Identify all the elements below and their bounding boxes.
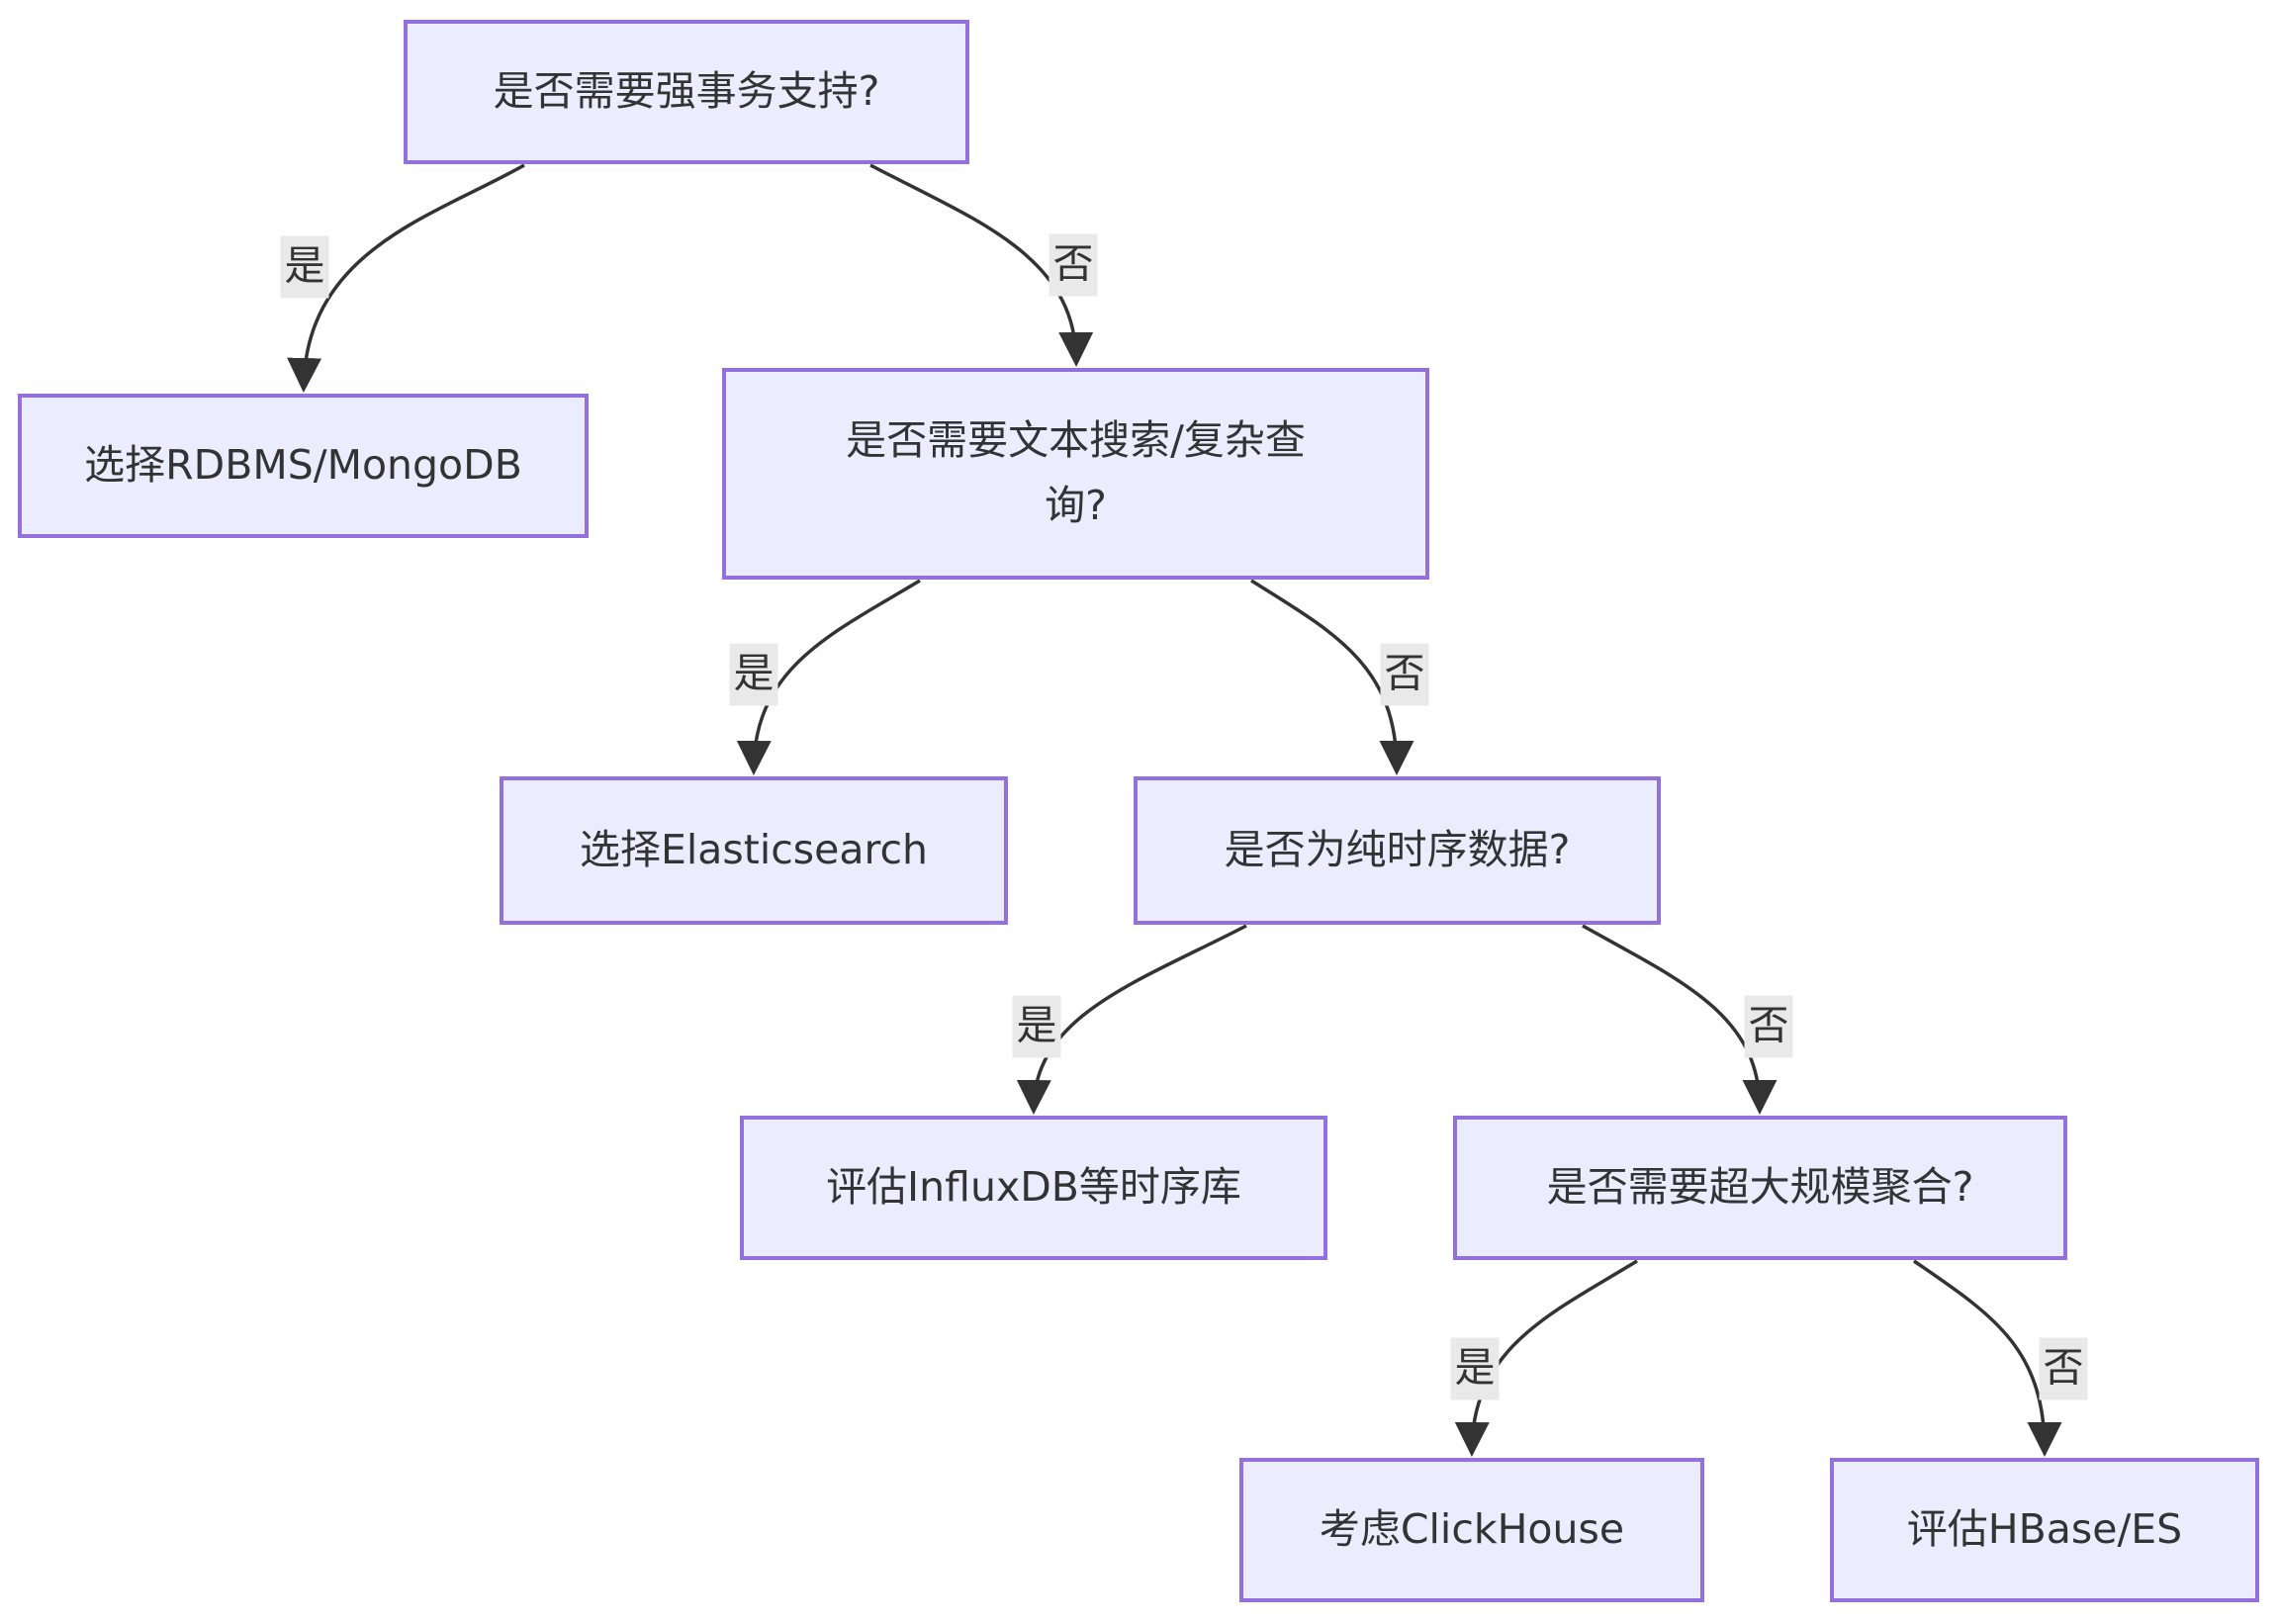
node-label: 选择Elasticsearch (580, 826, 928, 874)
edge-label-no-2: 否 (1380, 643, 1429, 706)
node-question-strong-transaction: 是否需要强事务支持? (404, 20, 969, 164)
node-result-rdbms-mongodb: 选择RDBMS/MongoDB (18, 394, 589, 538)
node-result-hbase-es: 评估HBase/ES (1830, 1458, 2259, 1602)
node-label: 选择RDBMS/MongoDB (84, 441, 522, 490)
edge-transaction-no (869, 163, 1094, 367)
node-label: 是否为纯时序数据? (1224, 826, 1571, 874)
edge-textsearch-yes (736, 579, 921, 775)
edge-timeseries-yes (1016, 924, 1247, 1115)
node-result-influxdb: 评估InfluxDB等时序库 (740, 1116, 1327, 1260)
edge-label-yes-3: 是 (1012, 995, 1061, 1058)
edge-timeseries-no (1582, 924, 1778, 1115)
edge-aggregation-no (1913, 1259, 2062, 1457)
node-label: 是否需要超大规模聚合? (1546, 1163, 1974, 1212)
node-question-text-search: 是否需要文本搜索/复杂查询? (722, 368, 1429, 580)
edge-label-no-1: 否 (1048, 233, 1098, 297)
node-label: 考虑ClickHouse (1319, 1505, 1625, 1554)
edge-label-yes-2: 是 (729, 643, 778, 706)
node-label: 评估HBase/ES (1906, 1505, 2183, 1554)
edge-label-yes-4: 是 (1450, 1337, 1500, 1400)
node-result-clickhouse: 考虑ClickHouse (1239, 1458, 1704, 1602)
edge-label-yes-1: 是 (280, 235, 329, 299)
edge-textsearch-no (1250, 579, 1414, 775)
node-label: 评估InfluxDB等时序库 (826, 1163, 1241, 1212)
edge-label-no-4: 否 (2039, 1337, 2088, 1400)
node-result-elasticsearch: 选择Elasticsearch (500, 776, 1008, 925)
node-label: 是否需要强事务支持? (493, 67, 880, 116)
node-question-pure-timeseries: 是否为纯时序数据? (1134, 776, 1661, 925)
node-question-large-aggregation: 是否需要超大规模聚合? (1453, 1116, 2067, 1260)
edge-transaction-yes (287, 163, 525, 393)
edge-label-no-3: 否 (1744, 995, 1793, 1058)
node-label: 是否需要文本搜索/复杂查询? (846, 416, 1306, 529)
